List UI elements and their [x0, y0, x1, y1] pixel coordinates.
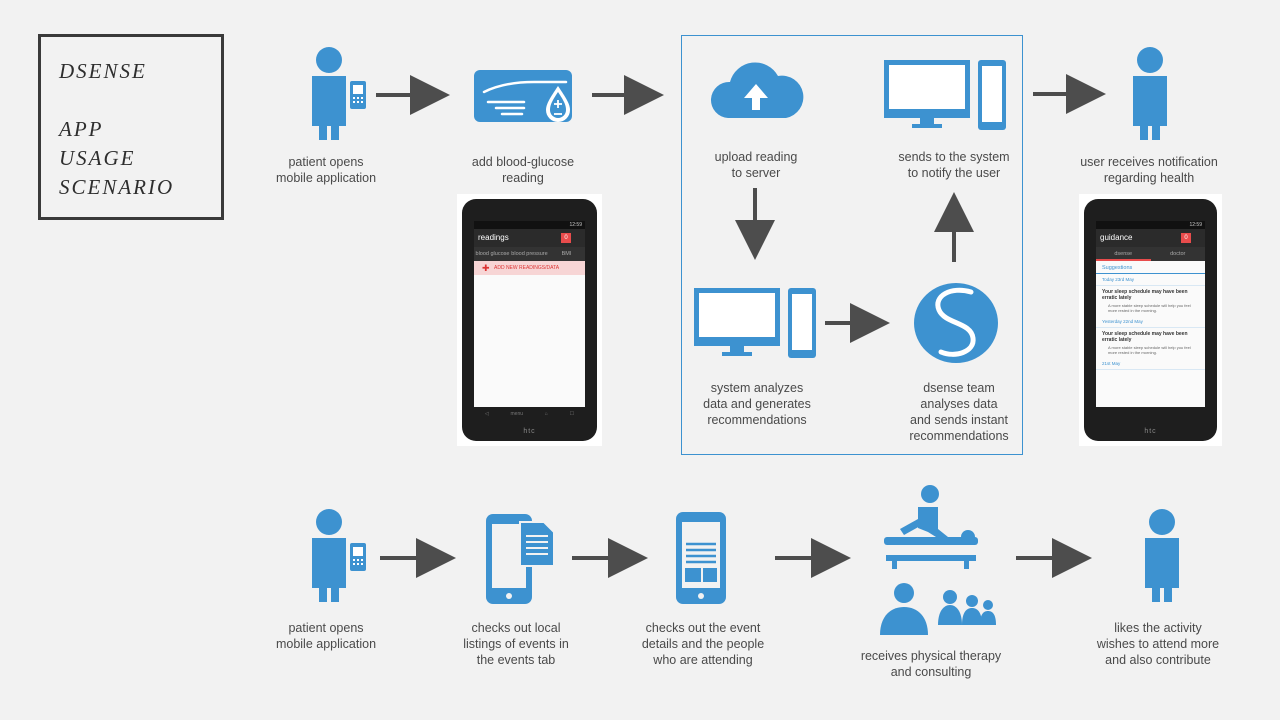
therapy-consulting-icon	[880, 485, 996, 635]
title-box: DSENSE APP USAGE SCENARIO	[38, 34, 224, 220]
guidance-tabs: dsense doctor	[1096, 247, 1205, 261]
phone-guidance-screenshot: 12:59 guidance 0 dsense doctor Suggestio…	[1079, 194, 1222, 446]
phone-nav-bar: ◁ menu ⌂ ☐	[474, 411, 585, 421]
title-line-3: USAGE	[59, 146, 136, 170]
suggestion-body: A more stable sleep schedule will help y…	[1108, 345, 1191, 355]
dsense-logo-icon	[914, 283, 998, 363]
caption-user-notification: user receives notification regarding hea…	[1080, 155, 1218, 185]
suggestion-date: 21st May	[1096, 358, 1205, 370]
caption-event-details: checks out the event details and the peo…	[641, 621, 765, 667]
caption-sends-system: sends to the system to notify the user	[898, 150, 1010, 180]
person-phone-icon	[312, 47, 366, 140]
back-icon[interactable]: ◁	[484, 411, 489, 417]
app-bar: guidance 0	[1096, 229, 1205, 247]
caption-dsense-team: dsense team analyses data and sends inst…	[909, 381, 1009, 443]
tab-doctor[interactable]: doctor	[1170, 251, 1186, 257]
status-time: 12:59	[474, 221, 585, 229]
phone-document-icon	[486, 514, 555, 604]
suggestion-date: Yesterday 22nd May	[1096, 316, 1205, 328]
app-bar: readings 0	[474, 229, 585, 247]
glucose-finger-icon	[474, 70, 572, 122]
person-phone-icon	[312, 509, 366, 602]
home-icon[interactable]: ⌂	[544, 411, 548, 417]
suggestion-title[interactable]: Your sleep schedule may have been errati…	[1102, 331, 1188, 343]
caption-patient-opens: patient opens mobile application	[275, 155, 377, 185]
suggestion-title[interactable]: Your sleep schedule may have been errati…	[1102, 289, 1188, 301]
caption-patient-opens-2: patient opens mobile application	[275, 621, 377, 651]
notification-badge: 0	[561, 233, 571, 243]
phone-readings-screenshot: 12:59 readings 0 blood glucose blood pre…	[457, 194, 602, 446]
caption-add-reading: add blood-glucose reading	[471, 155, 575, 185]
caption-therapy: receives physical therapy and consulting	[860, 649, 1002, 679]
computer-icon	[694, 288, 816, 358]
recent-icon[interactable]: ☐	[569, 411, 575, 417]
caption-upload: upload reading to server	[714, 150, 798, 180]
suggestion-body: A more stable sleep schedule will help y…	[1108, 303, 1191, 313]
screen-title: readings	[478, 233, 509, 242]
tab-blood-pressure[interactable]: blood pressure	[511, 251, 548, 257]
suggestion-date: Today 23rd May	[1096, 274, 1205, 286]
status-time: 12:59	[1096, 221, 1205, 229]
server-process-frame	[681, 35, 1023, 455]
title-line-2: APP	[59, 117, 104, 141]
phone-brand: htc	[1144, 428, 1157, 435]
reading-tabs: blood glucose blood pressure BMI	[474, 247, 585, 261]
cloud-upload-icon	[710, 62, 804, 118]
screen-title: guidance	[1100, 233, 1133, 242]
caption-event-listings: checks out local listings of events in t…	[463, 621, 569, 667]
person-icon	[1145, 509, 1179, 602]
add-reading-button[interactable]: ✚ ADD NEW READINGS/DATA	[474, 261, 585, 275]
phone-details-icon	[676, 512, 726, 604]
suggestions-heading: Suggestions	[1096, 261, 1205, 274]
person-icon	[1133, 47, 1167, 140]
title-line-4: SCENARIO	[59, 175, 175, 199]
tab-blood-glucose[interactable]: blood glucose	[475, 251, 510, 257]
caption-system-analyzes: system analyzes data and generates recom…	[703, 381, 811, 427]
tab-dsense[interactable]: dsense	[1096, 247, 1151, 261]
menu-label[interactable]: menu	[510, 411, 524, 417]
add-reading-label: ADD NEW READINGS/DATA	[494, 265, 560, 271]
plus-icon: ✚	[482, 263, 490, 273]
notification-badge: 0	[1181, 233, 1191, 243]
phone-brand: htc	[523, 428, 536, 435]
title-line-1: DSENSE	[59, 59, 147, 83]
tab-bmi[interactable]: BMI	[561, 251, 572, 257]
caption-likes-activity: likes the activity wishes to attend more…	[1096, 621, 1220, 667]
computer-icon	[884, 60, 1006, 130]
